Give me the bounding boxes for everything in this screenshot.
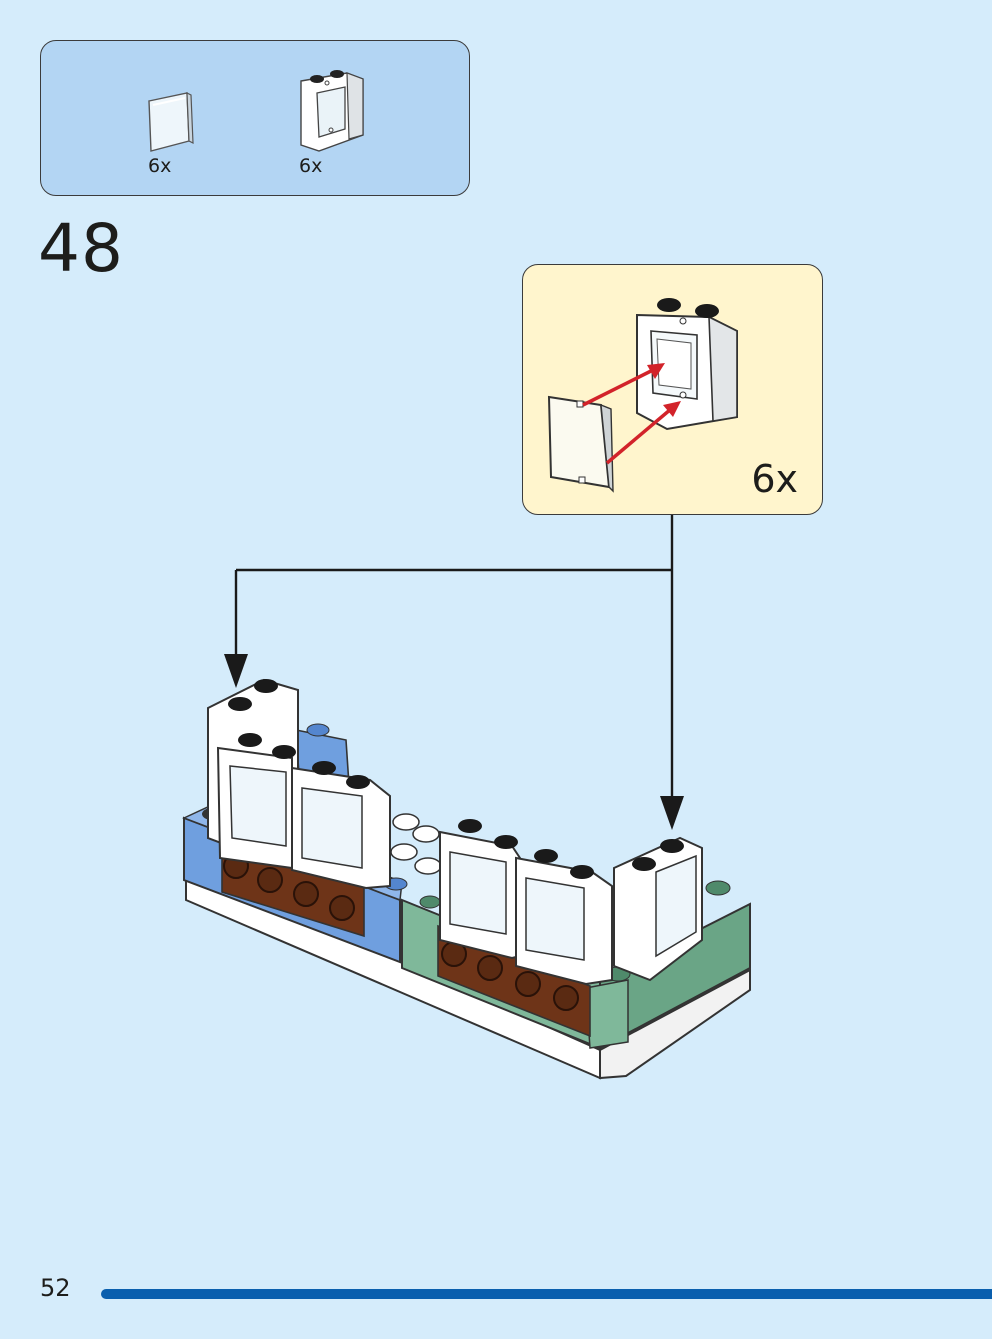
arrow-head-icon	[224, 654, 248, 688]
arrow-head-icon	[660, 796, 684, 830]
sub-assembly-callout: 6x	[522, 264, 823, 515]
window-frame-right-corner	[613, 836, 703, 982]
glass-pane-icon	[547, 395, 614, 493]
part-quantity: 6x	[299, 155, 323, 177]
window-frame-left-2	[291, 761, 391, 890]
window-frame-left-1	[216, 733, 296, 870]
part-quantity: 6x	[148, 155, 172, 177]
window-glass-pane-icon	[148, 92, 194, 152]
callout-quantity: 6x	[751, 457, 798, 501]
window-assembly-diagram	[547, 298, 738, 493]
step-number: 48	[38, 210, 124, 287]
parts-list-box: 6x 6x	[40, 40, 470, 196]
progress-bar	[101, 1289, 992, 1299]
window-frame-icon	[636, 298, 738, 431]
window-frame-right-1	[439, 819, 521, 960]
insert-arrow-icon	[582, 363, 681, 465]
window-frame-right-2	[515, 849, 613, 986]
window-frame-1x2x2-icon	[300, 70, 364, 152]
page-number: 52	[40, 1274, 71, 1302]
